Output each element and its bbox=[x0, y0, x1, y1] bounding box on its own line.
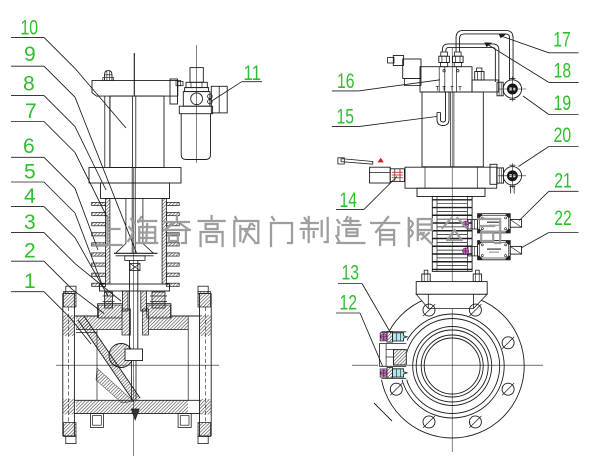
svg-text:9: 9 bbox=[24, 43, 36, 66]
svg-text:15: 15 bbox=[337, 106, 355, 129]
svg-text:14: 14 bbox=[340, 189, 358, 212]
svg-text:12: 12 bbox=[340, 292, 358, 315]
svg-text:21: 21 bbox=[554, 170, 572, 193]
svg-text:2: 2 bbox=[24, 240, 36, 263]
svg-text:11: 11 bbox=[244, 62, 262, 85]
svg-text:1: 1 bbox=[24, 270, 36, 293]
svg-text:6: 6 bbox=[23, 135, 35, 158]
svg-text:19: 19 bbox=[554, 92, 572, 115]
svg-text:4: 4 bbox=[24, 185, 36, 208]
svg-text:13: 13 bbox=[342, 262, 360, 285]
svg-text:5: 5 bbox=[24, 161, 36, 184]
svg-text:18: 18 bbox=[554, 60, 572, 83]
svg-text:7: 7 bbox=[25, 100, 37, 123]
svg-text:3: 3 bbox=[24, 211, 36, 234]
svg-text:17: 17 bbox=[553, 28, 571, 51]
svg-text:8: 8 bbox=[23, 72, 35, 95]
svg-text:20: 20 bbox=[554, 124, 572, 147]
svg-text:22: 22 bbox=[554, 207, 572, 230]
svg-text:16: 16 bbox=[337, 70, 355, 93]
svg-text:10: 10 bbox=[21, 17, 39, 40]
